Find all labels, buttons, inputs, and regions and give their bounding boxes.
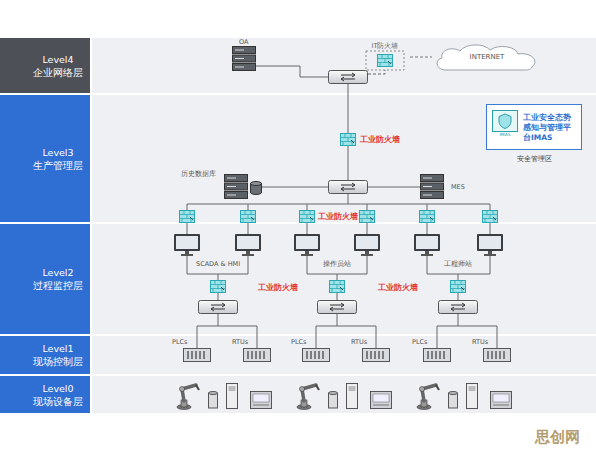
node-text: INTERNET: [470, 53, 505, 61]
node-text: Level3: [26, 146, 90, 159]
database-label: 历史数据库: [181, 170, 216, 178]
watermark: 思创网: [535, 428, 580, 447]
device-label: PLCs: [171, 338, 188, 346]
level-band: Level0现场设备层: [0, 376, 90, 413]
device-label: PLCs: [411, 338, 428, 346]
node-text: 企业网络层: [26, 66, 90, 79]
firewall-label: 工业防火墙: [360, 135, 400, 145]
network-link: [410, 57, 432, 58]
icon-caption: IMAS: [492, 132, 518, 138]
device-label: RTUs: [231, 338, 249, 346]
imas-icon: [492, 110, 518, 132]
level-band: Level3生产管理层: [0, 95, 90, 222]
node-text: Level1: [26, 342, 90, 355]
node-text: 生产管理层: [26, 159, 90, 172]
node-text: Level2: [26, 266, 90, 279]
security-zone: 安全管理区 IMAS 工业安全态势感知与管理平台IMAS: [482, 100, 586, 172]
level-band: Level2过程监控层: [0, 224, 90, 334]
server-label: MES: [451, 183, 465, 191]
internet-cloud: INTERNET: [432, 42, 542, 72]
station-label: SCADA & HMI: [195, 260, 241, 268]
node-text: Level4: [26, 53, 90, 66]
device-label: RTUs: [350, 338, 368, 346]
level-band: Level4企业网络层: [0, 38, 90, 93]
it-firewall: IT防火墙: [360, 42, 410, 72]
station-label: 工程师站: [443, 260, 473, 268]
platform-name: 工业安全态势感知与管理平台IMAS: [523, 113, 577, 143]
firewall-label: 工业防火墙: [318, 212, 358, 222]
node-text: IT防火墙: [360, 42, 410, 50]
level-band: Level1现场控制层: [0, 336, 90, 374]
node-text: 安全管理区: [482, 154, 586, 164]
imas-platform: IMAS 工业安全态势感知与管理平台IMAS: [486, 104, 582, 150]
server-label: OA: [239, 38, 248, 46]
node-text: 历史数据库: [181, 170, 216, 178]
device-label: PLCs: [290, 338, 307, 346]
node-text: 现场设备层: [26, 395, 90, 408]
node-text: OA: [239, 38, 248, 46]
node-text: 过程监控层: [26, 279, 90, 292]
firewall-label: 工业防火墙: [378, 283, 418, 293]
firewall-label: 工业防火墙: [258, 283, 298, 293]
station-label: 操作员站: [322, 260, 352, 268]
device-label: RTUs: [471, 338, 489, 346]
node-text: MES: [451, 183, 465, 191]
node-text: 现场控制层: [26, 355, 90, 368]
node-text: Level0: [26, 382, 90, 395]
